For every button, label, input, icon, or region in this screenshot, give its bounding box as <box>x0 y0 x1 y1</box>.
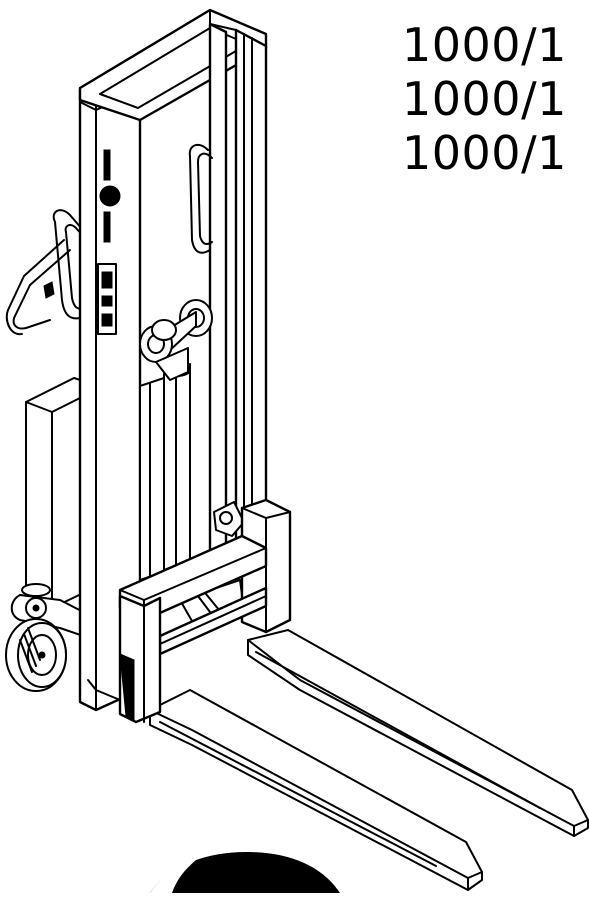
model-code-list: 1000/1 1000/1 1000/1 <box>402 18 567 180</box>
chain-pulley <box>139 299 213 381</box>
fork-right <box>247 629 589 837</box>
model-code-2: 1000/1 <box>402 72 567 126</box>
brand-text-mark <box>103 149 111 181</box>
mast-right <box>208 22 268 610</box>
brand-logo-icon <box>99 185 121 207</box>
hydraulic-cylinder <box>139 363 191 581</box>
model-code-3: 1000/1 <box>402 126 567 180</box>
fork-carriage <box>87 498 292 724</box>
model-code-1: 1000/1 <box>402 18 567 72</box>
fork-left <box>149 689 483 891</box>
mast-grip[interactable] <box>188 143 213 254</box>
caster-wheel <box>5 583 96 692</box>
handle[interactable] <box>5 209 107 336</box>
logo-disc-icon <box>150 852 340 893</box>
